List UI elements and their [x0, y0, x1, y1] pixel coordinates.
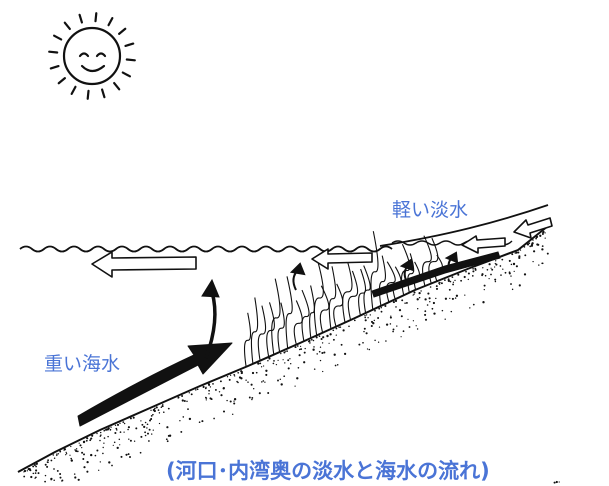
sun-ray — [117, 27, 127, 35]
seagrass-blade — [271, 278, 281, 355]
seagrass-blade — [347, 270, 359, 321]
sun-ray — [70, 85, 77, 95]
seagrass-blade — [309, 285, 315, 339]
seagrass-blade — [358, 268, 367, 316]
seagrass-blade — [328, 266, 337, 330]
seagrass-blade — [285, 276, 293, 349]
sun-ray — [86, 89, 90, 100]
sun-ray — [48, 50, 59, 54]
seabed — [17, 225, 560, 486]
heavy-seawater-label: 重い海水 — [44, 353, 120, 375]
seagrass-blade — [313, 257, 324, 336]
sun-icon — [48, 12, 136, 100]
seagrass-blade — [342, 258, 353, 323]
seagrass-blade — [277, 302, 285, 353]
sun-ray — [63, 21, 71, 31]
seagrass-blade — [250, 297, 259, 364]
seawater-arrow — [77, 342, 233, 427]
sun-ray — [125, 58, 136, 62]
sun-ray — [121, 71, 131, 78]
light-freshwater-label: 軽い淡水 — [392, 199, 468, 221]
sun-ray — [53, 34, 63, 41]
upwelling-arrow — [201, 278, 220, 359]
sun-ray — [113, 81, 121, 91]
freshwater-arrow — [91, 251, 197, 278]
river-surface — [379, 204, 549, 247]
mixing-curls — [289, 251, 459, 291]
sun-ray — [57, 77, 67, 85]
sun-ray — [78, 13, 84, 24]
water-surface — [19, 245, 393, 253]
seagrass-blade — [301, 289, 310, 342]
seagrass-blade — [243, 312, 252, 367]
sun-ray — [49, 64, 60, 70]
seawater-streak — [371, 251, 501, 298]
sun-ray — [94, 12, 98, 23]
sun-ray — [107, 17, 114, 27]
freshwater-arrow — [513, 217, 553, 239]
diagram-caption: (河口･内湾奥の淡水と海水の流れ) — [166, 459, 490, 483]
seagrass-blade — [370, 231, 379, 310]
seagrass-blade — [257, 305, 267, 361]
seagrass-blade — [319, 285, 330, 333]
freshwater-arrow — [461, 235, 506, 254]
seagrass-blade — [378, 255, 386, 306]
sun-ray — [100, 88, 106, 99]
seagrass-blade — [293, 300, 303, 345]
seagrass-blade — [363, 265, 371, 314]
seagrass-blade — [266, 302, 275, 357]
sun-ray — [124, 42, 135, 48]
seagrass-blade — [333, 283, 344, 327]
freshwater-arrow — [311, 248, 373, 270]
